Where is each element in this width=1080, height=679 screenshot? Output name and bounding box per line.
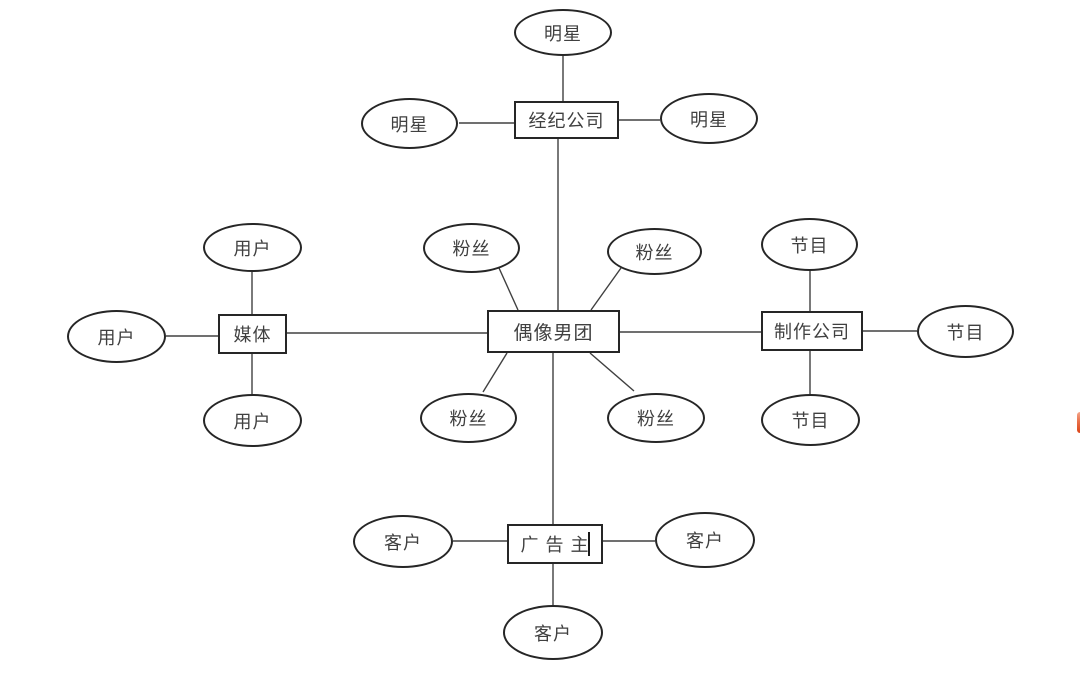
node-program-label: 节目 <box>790 235 829 256</box>
node-star-left: 明星 <box>361 98 458 149</box>
node-client-right: 客户 <box>655 512 755 568</box>
node-fan-top-right: 粉丝 <box>607 228 702 275</box>
node-fan-label: 粉丝 <box>452 239 491 259</box>
node-advertiser-label: 广 告 主 <box>520 535 590 555</box>
node-production: 制作公司 <box>761 311 863 351</box>
node-client-left: 客户 <box>353 515 453 568</box>
node-production-label: 制作公司 <box>774 322 850 342</box>
node-user-bottom: 用户 <box>203 394 302 447</box>
node-program-right: 节目 <box>917 305 1014 358</box>
node-center-label: 偶像男团 <box>513 323 594 344</box>
node-star-top: 明星 <box>514 9 612 56</box>
node-program-bottom: 节目 <box>761 394 860 446</box>
node-star-label: 明星 <box>544 23 582 44</box>
node-media: 媒体 <box>218 314 287 354</box>
node-user-top: 用户 <box>203 223 302 272</box>
node-agency: 经纪公司 <box>514 101 619 139</box>
node-user-left: 用户 <box>67 310 166 363</box>
connector-line <box>590 267 622 311</box>
node-fan-top-left: 粉丝 <box>423 223 520 273</box>
node-star-right: 明星 <box>660 93 758 144</box>
node-center-idol-group: 偶像男团 <box>487 310 620 353</box>
node-media-label: 媒体 <box>233 325 272 345</box>
node-fan-label: 粉丝 <box>449 409 488 429</box>
node-client-bottom: 客户 <box>503 605 603 660</box>
node-fan-bottom-left: 粉丝 <box>420 393 517 443</box>
node-agency-label: 经纪公司 <box>528 111 605 131</box>
node-user-label: 用户 <box>233 411 272 432</box>
node-star-label: 明星 <box>690 109 728 130</box>
connector-line <box>498 267 519 311</box>
node-client-label: 客户 <box>384 532 422 553</box>
connector-line <box>482 352 508 393</box>
connector-line <box>589 352 635 392</box>
node-user-label: 用户 <box>233 238 272 259</box>
node-fan-label: 粉丝 <box>635 242 674 263</box>
node-fan-bottom-right: 粉丝 <box>607 393 705 443</box>
node-client-label: 客户 <box>686 531 724 551</box>
node-star-label: 明星 <box>390 114 429 135</box>
node-fan-label: 粉丝 <box>637 409 675 429</box>
node-advertiser: 广 告 主 <box>507 524 603 564</box>
node-program-label: 节目 <box>946 322 985 343</box>
edge-artifact-mark <box>1077 412 1080 433</box>
node-program-top: 节目 <box>761 218 858 271</box>
node-user-label: 用户 <box>97 327 136 348</box>
text-cursor-icon <box>587 532 590 556</box>
node-program-label: 节目 <box>791 411 830 431</box>
node-client-label: 客户 <box>534 623 572 644</box>
